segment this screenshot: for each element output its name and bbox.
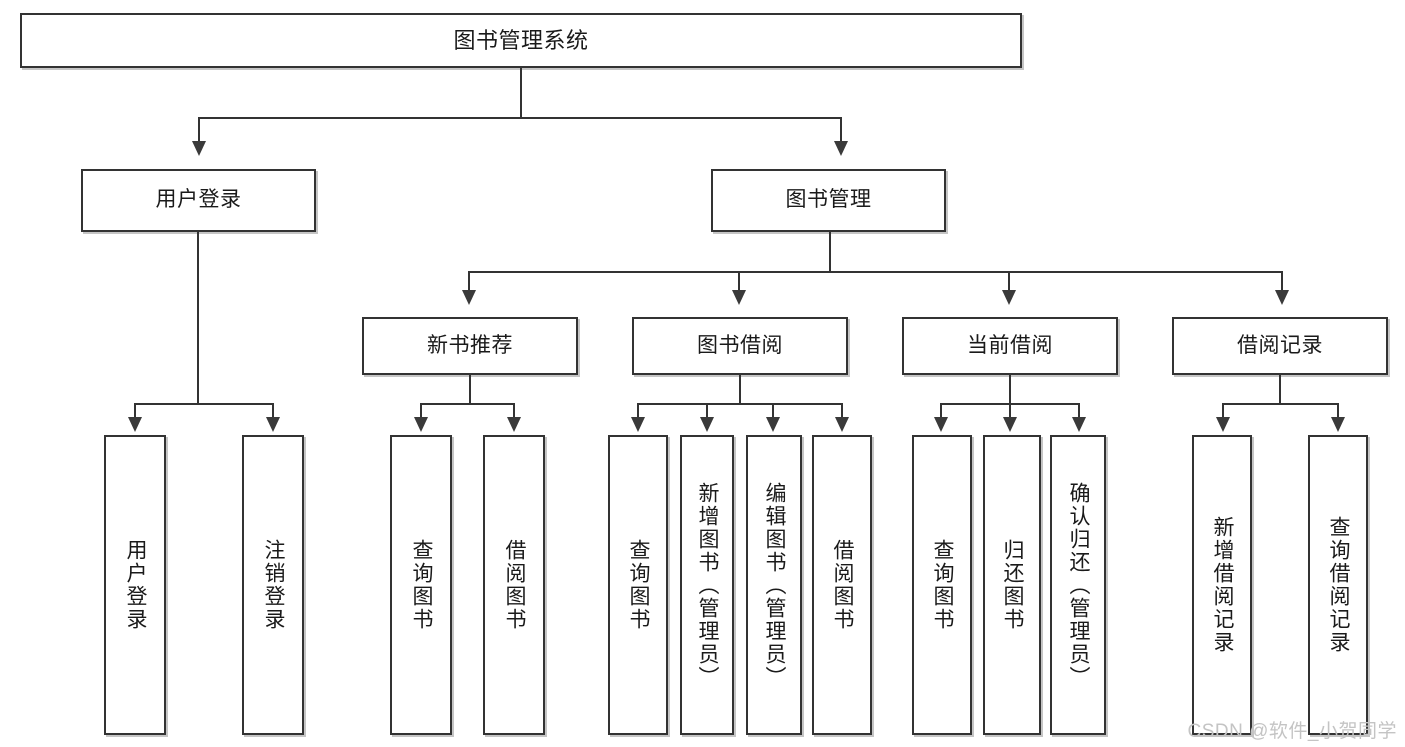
- connector-borrow-record-stem: [1279, 375, 1281, 404]
- node-label: 新增借阅记录: [1211, 516, 1235, 654]
- node-label: 用户登录: [124, 539, 148, 631]
- arrow-current-borrow-leaf-1: [934, 417, 948, 432]
- connector-user-login-bar: [134, 403, 273, 405]
- connector-bm-to-current-borrow: [1008, 271, 1010, 291]
- node-label: 借阅图书: [831, 539, 855, 631]
- node-label: 编辑图书（管理员）: [763, 481, 787, 689]
- connector-current-borrow-l2: [1009, 403, 1011, 418]
- leaf-add-book-admin[interactable]: 新增图书（管理员）: [680, 435, 734, 735]
- connector-root-bar: [198, 117, 842, 119]
- arrow-borrow-record-leaf-2: [1331, 417, 1345, 432]
- connector-book-borrow-l4: [841, 403, 843, 418]
- connector-borrow-record-l1: [1222, 403, 1224, 418]
- connector-borrow-record-bar: [1222, 403, 1338, 405]
- connector-root-to-book-management: [840, 117, 842, 143]
- arrow-new-book-leaf-2: [507, 417, 521, 432]
- connector-root-stem: [520, 68, 522, 118]
- leaf-return-book[interactable]: 归还图书: [983, 435, 1041, 735]
- connector-bm-to-new-book: [468, 271, 470, 291]
- arrow-new-book-leaf-1: [414, 417, 428, 432]
- leaf-new-book-borrow[interactable]: 借阅图书: [483, 435, 545, 735]
- node-label: 用户登录: [155, 188, 242, 212]
- arrow-current-borrow-leaf-3: [1072, 417, 1086, 432]
- connector-bm-to-borrow-record: [1281, 271, 1283, 291]
- connector-new-book-stem: [469, 375, 471, 404]
- node-label: 查询借阅记录: [1327, 516, 1351, 654]
- node-borrow-record[interactable]: 借阅记录: [1172, 317, 1388, 375]
- arrow-root-to-book-management: [834, 141, 848, 156]
- connector-new-book-l2: [513, 403, 515, 418]
- node-book-borrow[interactable]: 图书借阅: [632, 317, 848, 375]
- csdn-watermark: CSDN @软件_小贺同学: [1187, 721, 1397, 742]
- arrow-book-borrow-leaf-1: [631, 417, 645, 432]
- node-label: 查询图书: [931, 539, 955, 631]
- node-label: 借阅图书: [503, 539, 527, 631]
- connector-book-borrow-l2: [706, 403, 708, 418]
- connector-user-login-stem: [197, 232, 199, 404]
- node-label: 查询图书: [627, 539, 651, 631]
- connector-book-borrow-l1: [637, 403, 639, 418]
- connector-current-borrow-l3: [1078, 403, 1080, 418]
- leaf-confirm-return-admin[interactable]: 确认归还（管理员）: [1050, 435, 1106, 735]
- connector-current-borrow-stem: [1009, 375, 1011, 404]
- connector-book-management-bar: [468, 271, 1283, 273]
- arrow-to-new-book: [462, 290, 476, 305]
- leaf-borrow-query-book[interactable]: 查询图书: [608, 435, 668, 735]
- connector-current-borrow-l1: [940, 403, 942, 418]
- arrow-root-to-user-login: [192, 141, 206, 156]
- connector-bm-to-book-borrow: [738, 271, 740, 291]
- node-label: 新增图书（管理员）: [696, 481, 720, 689]
- leaf-current-query-book[interactable]: 查询图书: [912, 435, 972, 735]
- arrow-to-user-login-leaf: [128, 417, 142, 432]
- arrow-to-logout-leaf: [266, 417, 280, 432]
- connector-book-borrow-stem: [739, 375, 741, 404]
- node-root-book-management-system[interactable]: 图书管理系统: [20, 13, 1022, 68]
- node-user-login[interactable]: 用户登录: [81, 169, 316, 232]
- node-label: 查询图书: [410, 539, 434, 631]
- arrow-to-borrow-record: [1275, 290, 1289, 305]
- leaf-add-borrow-record[interactable]: 新增借阅记录: [1192, 435, 1252, 735]
- connector-user-login-left: [134, 403, 136, 418]
- node-label: 当前借阅: [967, 333, 1053, 357]
- node-book-management[interactable]: 图书管理: [711, 169, 946, 232]
- node-label: 新书推荐: [427, 333, 513, 357]
- arrow-current-borrow-leaf-2: [1003, 417, 1017, 432]
- arrow-book-borrow-leaf-3: [766, 417, 780, 432]
- connector-user-login-right: [272, 403, 274, 418]
- node-label: 确认归还（管理员）: [1067, 481, 1091, 689]
- node-new-book-recommend[interactable]: 新书推荐: [362, 317, 578, 375]
- node-label: 借阅记录: [1237, 333, 1323, 357]
- connector-book-borrow-bar: [637, 403, 842, 405]
- connector-new-book-l1: [420, 403, 422, 418]
- node-label: 图书借阅: [697, 333, 783, 357]
- leaf-borrow-book[interactable]: 借阅图书: [812, 435, 872, 735]
- leaf-new-book-query[interactable]: 查询图书: [390, 435, 452, 735]
- connector-book-management-stem: [829, 232, 831, 272]
- arrow-borrow-record-leaf-1: [1216, 417, 1230, 432]
- leaf-user-login[interactable]: 用户登录: [104, 435, 166, 735]
- leaf-query-borrow-record[interactable]: 查询借阅记录: [1308, 435, 1368, 735]
- arrow-book-borrow-leaf-4: [835, 417, 849, 432]
- connector-root-to-user-login: [198, 117, 200, 143]
- node-label: 图书管理系统: [453, 27, 589, 53]
- node-label: 图书管理: [785, 188, 872, 212]
- arrow-to-current-borrow: [1002, 290, 1016, 305]
- arrow-to-book-borrow: [732, 290, 746, 305]
- connector-new-book-bar: [420, 403, 514, 405]
- leaf-logout[interactable]: 注销登录: [242, 435, 304, 735]
- connector-book-borrow-l3: [772, 403, 774, 418]
- arrow-book-borrow-leaf-2: [700, 417, 714, 432]
- connector-borrow-record-l2: [1337, 403, 1339, 418]
- leaf-edit-book-admin[interactable]: 编辑图书（管理员）: [746, 435, 802, 735]
- node-current-borrow[interactable]: 当前借阅: [902, 317, 1118, 375]
- node-label: 注销登录: [262, 539, 286, 631]
- node-label: 归还图书: [1001, 539, 1025, 631]
